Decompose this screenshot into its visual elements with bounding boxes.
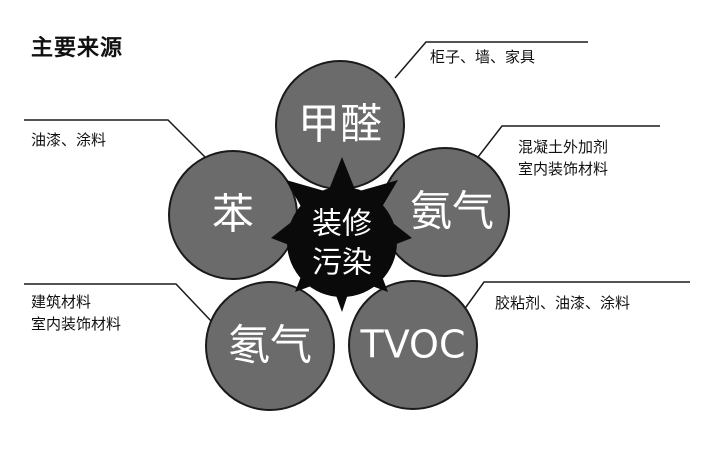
center-label-line1: 装修	[312, 207, 372, 242]
petal-benzene: 苯	[168, 150, 298, 280]
leader-line-benzene	[24, 119, 211, 163]
petal-label-tvoc: TVOC	[360, 323, 466, 367]
leader-line-radon	[24, 283, 213, 323]
leader-line-ammonia	[467, 125, 660, 171]
center-label-line2: 污染	[312, 246, 372, 281]
source-text: 建筑材料	[31, 293, 92, 311]
source-text: 油漆、涂料	[31, 131, 107, 149]
petal-label-formaldehyde: 甲醛	[298, 100, 382, 149]
petal-label-ammonia: 氨气	[410, 187, 494, 236]
leader-line-tvoc	[452, 281, 690, 326]
petal-tvoc: TVOC	[348, 280, 478, 410]
source-text: 柜子、墙、家具	[430, 48, 536, 66]
source-text: 混凝土外加剂	[518, 138, 609, 156]
petal-label-radon: 氡气	[228, 321, 312, 370]
source-note-ammonia: 混凝土外加剂 室内装饰材料	[518, 136, 608, 180]
petal-radon: 氡气	[205, 281, 335, 411]
source-text: 室内装饰材料	[31, 315, 122, 333]
source-note-radon: 建筑材料 室内装饰材料	[31, 291, 121, 335]
source-text: 室内装饰材料	[518, 160, 609, 178]
source-note-benzene: 油漆、涂料	[31, 129, 106, 151]
diagram-title: 主要来源	[31, 36, 124, 61]
source-note-formaldehyde: 柜子、墙、家具	[430, 46, 535, 68]
center-hub	[287, 187, 397, 297]
source-text: 胶粘剂、油漆、涂料	[495, 294, 631, 312]
source-note-tvoc: 胶粘剂、油漆、涂料	[495, 292, 630, 314]
leader-line-formaldehyde	[394, 41, 588, 79]
petal-label-benzene: 苯	[212, 190, 254, 239]
petal-ammonia: 氨气	[380, 147, 510, 277]
